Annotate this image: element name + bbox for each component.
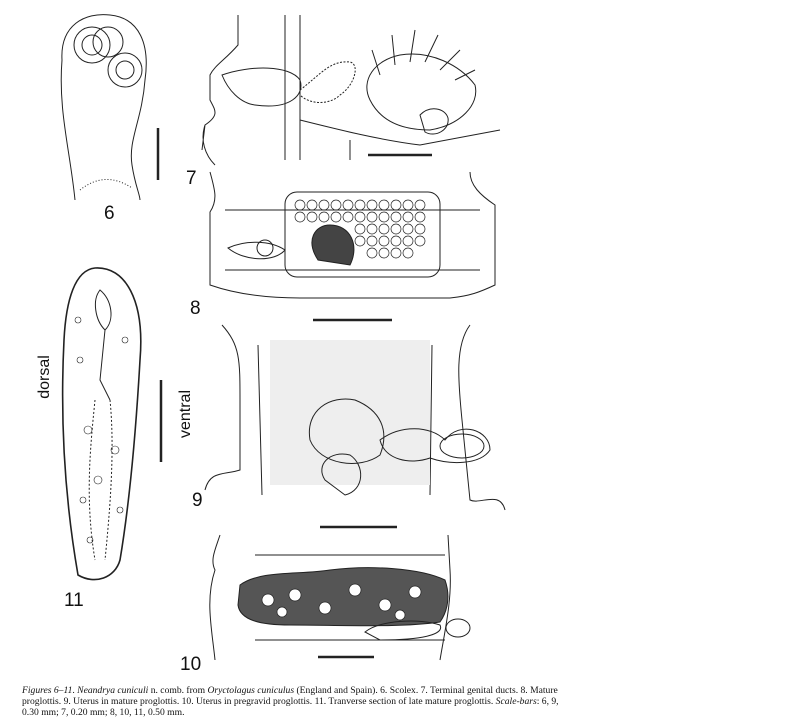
panel-10-uterus-pregravid-drawing (209, 534, 471, 661)
caption-species: Neandrya cuniculi (77, 685, 149, 696)
caption-figures: Figures 6–11 (22, 685, 73, 696)
panel-label-7: 7 (186, 168, 197, 189)
panel-label-10: 10 (180, 654, 202, 675)
caption-text-2: (England and Spain). 6. Scolex. 7. Termi… (22, 685, 558, 707)
caption-text-1: n. comb. from (148, 685, 208, 696)
panel-label-6: 6 (104, 203, 115, 224)
panel-label-11: 11 (64, 590, 84, 611)
panel-label-8: 8 (190, 298, 201, 319)
panel-label-9: 9 (192, 490, 203, 511)
panel-6-scolex-drawing (60, 14, 147, 201)
caption-host: Oryctolagus cuniculus (207, 685, 295, 696)
panel-11-transverse-section-drawing (61, 267, 142, 581)
caption-scale-label: Scale-bars (495, 696, 537, 707)
ventral-label: ventral (177, 389, 194, 439)
dorsal-label: dorsal (36, 355, 53, 399)
panel-7-genital-ducts-drawing (201, 15, 501, 166)
panel-9-uterus-mature-drawing (204, 324, 506, 511)
caption-scale-text: : 6, 9, 0.30 mm; 7, 0.20 mm; 8, 10, 11, … (22, 696, 559, 718)
figure-caption: Figures 6–11. Neandrya cuniculi n. comb.… (22, 685, 559, 718)
panel-8-mature-proglottis-drawing (209, 171, 496, 299)
